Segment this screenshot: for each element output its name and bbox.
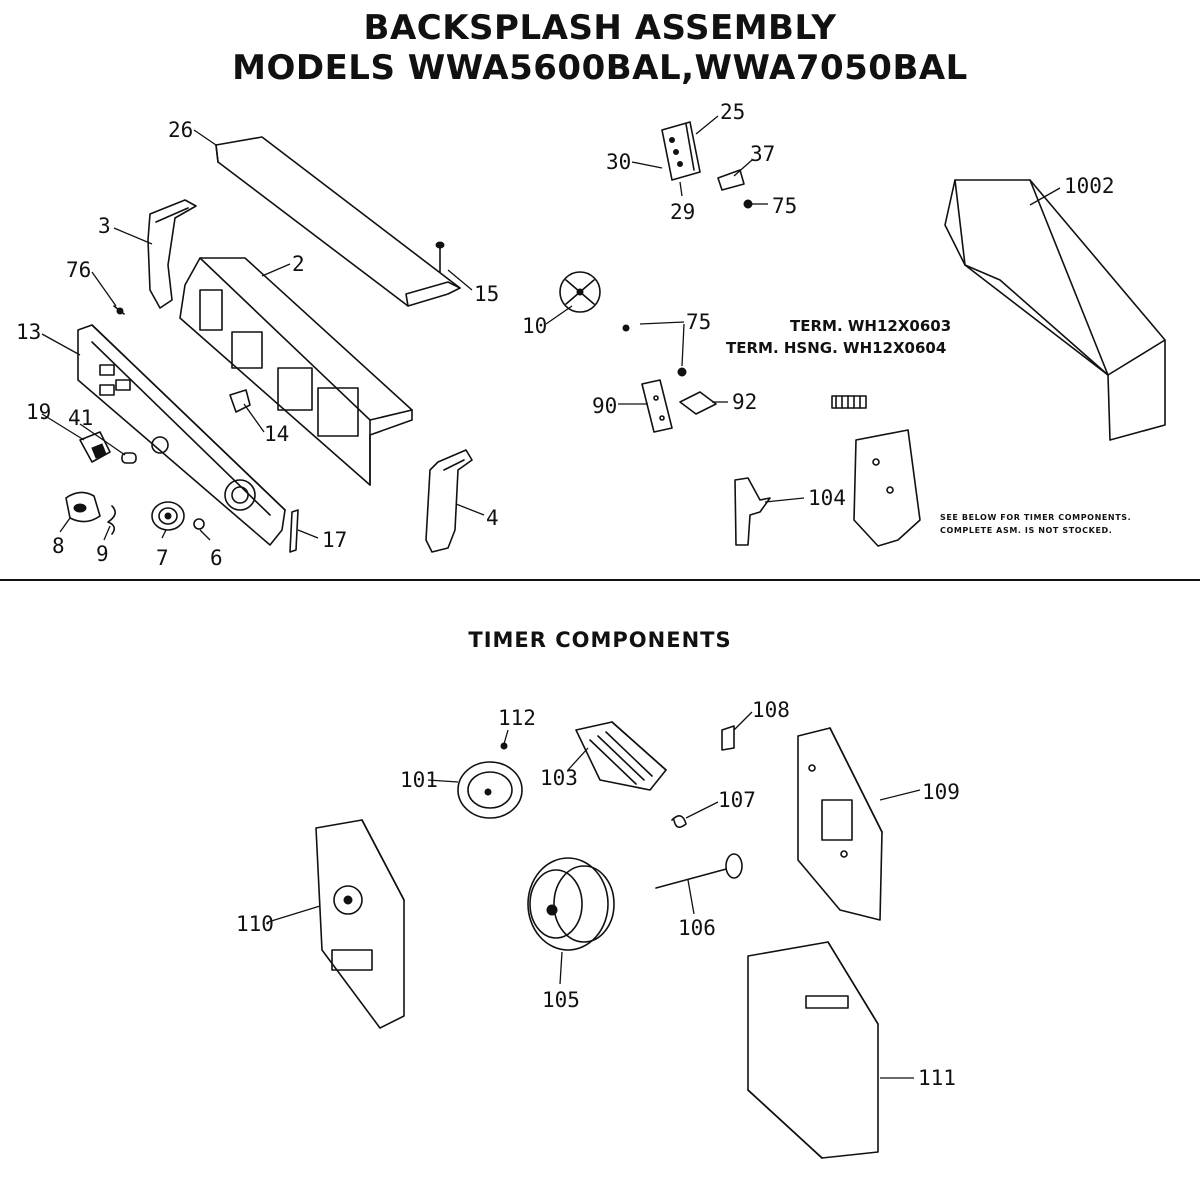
part-75-screws — [622, 324, 687, 377]
part-101-timer-motor — [457, 761, 523, 819]
part-104-bracket — [734, 477, 771, 546]
part-75-screw — [743, 199, 753, 209]
part-110-plate — [315, 819, 405, 1029]
leader-lines — [41, 115, 1061, 1079]
diagram-title: BACKSPLASH ASSEMBLY — [363, 8, 837, 48]
part-1002-shell — [944, 179, 1166, 441]
diagram-models-subtitle: MODELS WWA5600BAL,WWA7050BAL — [232, 48, 968, 88]
callout-25: 25 — [720, 100, 746, 124]
part-105-cam — [527, 857, 615, 951]
part-13-control-panel — [77, 324, 286, 546]
part-8-knob — [65, 491, 101, 523]
part-19-knob-cap — [79, 431, 111, 463]
callout-92: 92 — [732, 390, 758, 414]
part-107-spring — [671, 815, 687, 828]
callout-4: 4 — [486, 506, 499, 530]
callout-14: 14 — [264, 422, 290, 446]
callout-2: 2 — [292, 252, 305, 276]
part-17-link — [289, 509, 299, 553]
part-10-fan — [559, 271, 601, 313]
part-111-cover — [747, 941, 879, 1159]
part-6-ring — [193, 518, 205, 530]
callout-8: 8 — [52, 534, 65, 558]
term-housing-part-note: TERM. HSNG. WH12X0604 — [726, 339, 947, 357]
part-15-screw — [435, 241, 445, 273]
callout-90: 90 — [592, 394, 618, 418]
part-90-bracket — [641, 379, 673, 433]
part-2-backsplash-frame — [179, 257, 413, 486]
part-92-connector — [679, 391, 717, 415]
callout-112: 112 — [498, 706, 536, 730]
callout-29: 29 — [670, 200, 696, 224]
timer-components-title: TIMER COMPONENTS — [468, 628, 732, 652]
part-109-frame — [797, 727, 883, 921]
callout-75-mid: 75 — [686, 310, 712, 334]
part-41-lamp — [121, 452, 137, 464]
section-divider — [0, 579, 1200, 581]
callout-106: 106 — [678, 916, 716, 940]
callout-15: 15 — [474, 282, 500, 306]
callout-6: 6 — [210, 546, 223, 570]
callout-75-top: 75 — [772, 194, 798, 218]
callout-110: 110 — [236, 912, 274, 936]
part-9-spring — [107, 505, 116, 535]
callout-108: 108 — [752, 698, 790, 722]
callout-10: 10 — [522, 314, 548, 338]
part-76-screw — [113, 305, 125, 315]
callout-7: 7 — [156, 546, 169, 570]
part-37-clip — [717, 169, 745, 191]
callout-105: 105 — [542, 988, 580, 1012]
callout-1002: 1002 — [1064, 174, 1115, 198]
part-103-switch-block — [575, 721, 667, 791]
terminal-housing — [831, 395, 867, 409]
callout-30: 30 — [606, 150, 632, 174]
callout-26: 26 — [168, 118, 194, 142]
timer-note-line2: COMPLETE ASM. IS NOT STOCKED. — [940, 526, 1113, 535]
callout-107: 107 — [718, 788, 756, 812]
timer-note-line1: SEE BELOW FOR TIMER COMPONENTS. — [940, 513, 1132, 522]
timer-assembly — [853, 429, 921, 547]
term-part-note: TERM. WH12X0603 — [790, 317, 952, 335]
callout-104: 104 — [808, 486, 846, 510]
part-108-clip — [721, 725, 735, 751]
callout-111: 111 — [918, 1066, 956, 1090]
part-4-right-bracket — [425, 449, 473, 553]
callout-9: 9 — [96, 542, 109, 566]
part-106-shaft — [655, 853, 743, 889]
part-25-switch — [661, 121, 701, 181]
callout-37: 37 — [750, 142, 776, 166]
callout-13: 13 — [16, 320, 42, 344]
callout-3: 3 — [98, 214, 111, 238]
callout-41: 41 — [68, 406, 94, 430]
callout-76: 76 — [66, 258, 92, 282]
callout-19: 19 — [26, 400, 52, 424]
callout-103: 103 — [540, 766, 578, 790]
callout-101: 101 — [400, 768, 438, 792]
callout-17: 17 — [322, 528, 348, 552]
callout-109: 109 — [922, 780, 960, 804]
part-26-top-cover — [215, 136, 461, 307]
part-3-left-bracket — [147, 199, 197, 309]
part-7-dial — [151, 501, 185, 531]
